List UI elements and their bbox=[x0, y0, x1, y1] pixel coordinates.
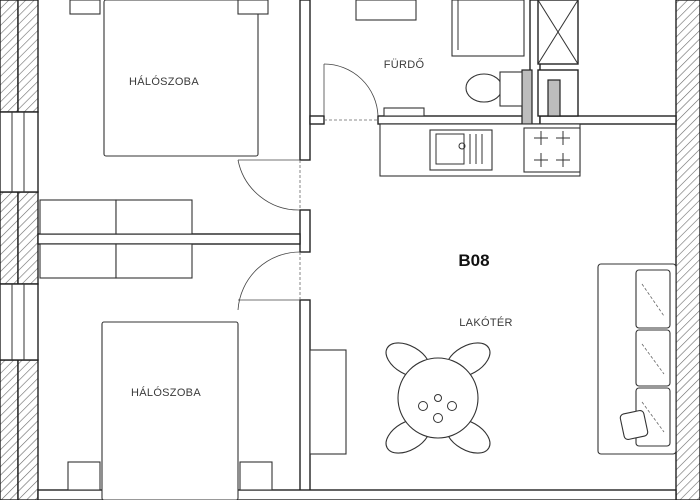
kitchen-counter bbox=[379, 123, 581, 177]
door-swing-top bbox=[237, 159, 301, 211]
door-swing-bathroom bbox=[323, 63, 379, 117]
double-bed-bottom bbox=[101, 321, 239, 500]
burner-icon bbox=[534, 131, 570, 167]
door-swing-bottom bbox=[237, 251, 301, 311]
room-label-bedroom-bottom: HÁLÓSZOBA bbox=[131, 386, 201, 399]
round-table bbox=[397, 357, 479, 439]
bedroom-top: HÁLÓSZOBA bbox=[69, 0, 301, 211]
bedroom-bottom: HÁLÓSZOBA bbox=[67, 251, 347, 500]
dining-set bbox=[385, 342, 491, 454]
bathroom: FÜRDŐ bbox=[323, 0, 525, 117]
room-label-living: LAKÓTÉR bbox=[459, 316, 512, 329]
unit-code: B08 bbox=[458, 251, 489, 270]
room-label-bathroom: FÜRDŐ bbox=[384, 57, 425, 71]
wardrobes bbox=[39, 199, 193, 279]
toilet bbox=[465, 73, 503, 103]
room-label-bedroom-top: HÁLÓSZOBA bbox=[129, 75, 199, 88]
left-windows bbox=[0, 111, 39, 361]
cooktop bbox=[523, 127, 581, 173]
washbasin bbox=[355, 0, 417, 21]
sofa bbox=[597, 263, 677, 455]
double-bed-top bbox=[103, 0, 259, 157]
interior-walls bbox=[37, 0, 677, 500]
shower bbox=[451, 0, 525, 57]
